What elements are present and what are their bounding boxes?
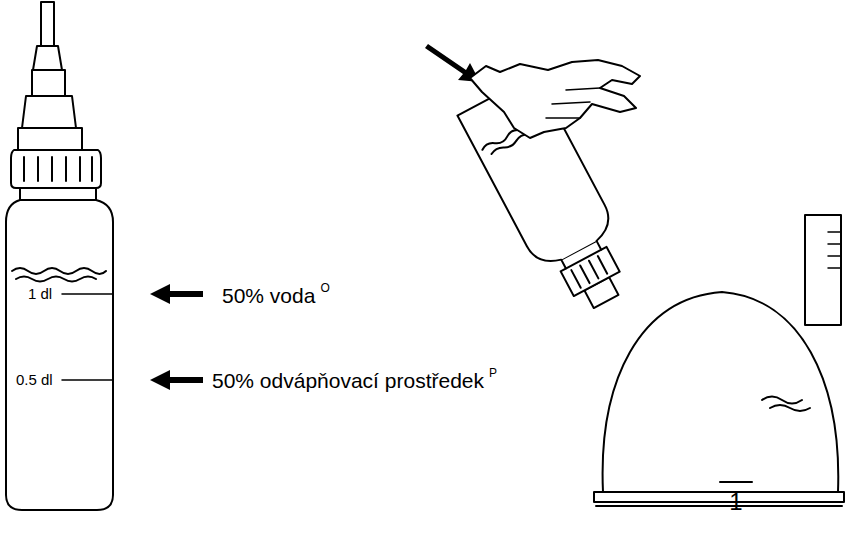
kettle (594, 215, 844, 506)
bottle (6, 2, 113, 510)
callout-number: 1 (729, 490, 742, 514)
mix-label: 50% voda (222, 285, 315, 306)
label-tick: 0.5 dl (16, 372, 53, 387)
callout-bar (720, 481, 752, 483)
superscript: P (489, 367, 497, 379)
hand (470, 60, 640, 138)
mix-label: 50% odvápňovací prostředek (212, 370, 484, 391)
superscript: O (320, 282, 329, 294)
label-tick: 1 dl (28, 286, 52, 301)
pointer-arrows (150, 44, 480, 390)
